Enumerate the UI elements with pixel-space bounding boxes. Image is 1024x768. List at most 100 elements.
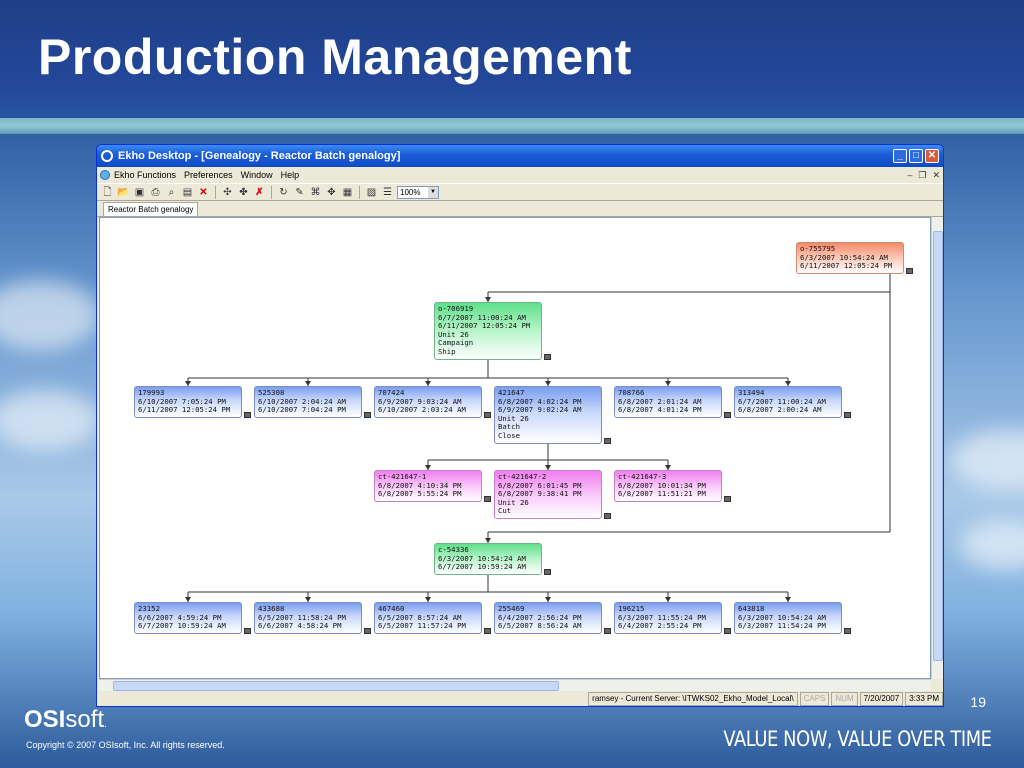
node-detail: 6/8/2007 11:51:21 PM xyxy=(618,489,706,499)
pencil-icon[interactable]: ✎ xyxy=(295,186,304,198)
expand-toggle-icon[interactable] xyxy=(844,412,851,418)
expand-toggle-icon[interactable] xyxy=(604,628,611,634)
genealogy-links xyxy=(185,274,891,602)
delete-icon[interactable]: ✕ xyxy=(199,186,208,198)
expand-toggle-icon[interactable] xyxy=(244,628,251,634)
expand-toggle-icon[interactable] xyxy=(544,569,551,575)
horizontal-scrollbar[interactable] xyxy=(99,679,931,691)
vertical-scroll-thumb[interactable] xyxy=(933,231,943,661)
grid-icon[interactable]: ▦ xyxy=(342,186,353,198)
expand-toggle-icon[interactable] xyxy=(544,354,551,360)
window-titlebar[interactable]: Ekho Desktop - [Genealogy - Reactor Batc… xyxy=(97,145,943,167)
tab-reactor-batch-genalogy[interactable]: Reactor Batch genalogy xyxy=(103,202,199,216)
expand-toggle-icon[interactable] xyxy=(484,412,491,418)
image-icon[interactable]: ▨ xyxy=(366,186,377,198)
mdi-restore-icon[interactable]: ❐ xyxy=(918,169,927,180)
status-num: NUM xyxy=(831,692,858,706)
menu-ekho-functions[interactable]: Ekho Functions xyxy=(114,170,177,180)
expand-toggle-icon[interactable] xyxy=(484,628,491,634)
menu-help[interactable]: Help xyxy=(280,170,300,180)
print-icon[interactable]: ⎙ xyxy=(151,186,160,198)
expand-toggle-icon[interactable] xyxy=(364,412,371,418)
print-preview-icon[interactable]: ⌕ xyxy=(168,186,175,198)
node-detail: 6/5/2007 8:57:24 AM xyxy=(378,612,462,622)
expand-toggle-icon[interactable] xyxy=(724,412,731,418)
refresh-icon[interactable]: ↻ xyxy=(279,186,288,198)
list-icon[interactable]: ☰ xyxy=(383,186,392,198)
node-detail: Unit 26 xyxy=(438,329,469,339)
mdi-controls: – ❐ ✕ xyxy=(907,170,940,181)
save-icon[interactable]: ▣ xyxy=(134,186,145,198)
properties-icon[interactable]: ▤ xyxy=(182,186,193,198)
document-icon[interactable] xyxy=(100,170,110,180)
logo-light: soft xyxy=(65,706,105,733)
menu-window[interactable]: Window xyxy=(240,170,273,180)
link-arrow xyxy=(425,381,431,386)
close-button[interactable]: ✕ xyxy=(925,149,939,163)
tool-add-icon[interactable]: ✣ xyxy=(223,186,232,198)
expand-toggle-icon[interactable] xyxy=(906,268,913,274)
vertical-scrollbar[interactable] xyxy=(931,217,943,679)
layout-icon[interactable]: ✥ xyxy=(327,186,336,198)
node-detail: 6/3/2007 10:54:24 AM xyxy=(738,612,826,622)
link-arrow xyxy=(785,381,791,386)
menu-preferences[interactable]: Preferences xyxy=(184,170,233,180)
node-detail: Unit 26 xyxy=(498,413,529,423)
node-detail: 6/7/2007 10:59:24 AM xyxy=(438,562,526,572)
node-detail: 6/8/2007 4:01:24 PM xyxy=(618,405,702,415)
window-title: Ekho Desktop - [Genealogy - Reactor Batc… xyxy=(118,150,401,162)
zoom-select[interactable]: 100% ▼ xyxy=(397,185,439,199)
mdi-close-icon[interactable]: ✕ xyxy=(932,169,940,180)
horizontal-scroll-thumb[interactable] xyxy=(113,681,559,691)
copyright: Copyright © 2007 OSIsoft, Inc. All right… xyxy=(26,740,225,750)
expand-toggle-icon[interactable] xyxy=(484,496,491,502)
link-arrow xyxy=(665,597,671,602)
mdi-minimize-icon[interactable]: – xyxy=(907,169,913,180)
node-id: o-755795 xyxy=(800,244,836,253)
expand-toggle-icon[interactable] xyxy=(364,628,371,634)
tool-link-icon[interactable]: ✤ xyxy=(239,186,248,198)
chevron-down-icon[interactable]: ▼ xyxy=(428,186,438,198)
open-folder-icon[interactable]: 📂 xyxy=(117,186,130,198)
expand-toggle-icon[interactable] xyxy=(844,628,851,634)
toolbar-separator xyxy=(215,185,216,199)
expand-toggle-icon[interactable] xyxy=(604,513,611,519)
node-detail: 6/4/2007 2:56:24 PM xyxy=(498,612,582,622)
new-icon[interactable]: 🗋 xyxy=(103,186,112,198)
minimize-button[interactable]: _ xyxy=(893,149,907,163)
node-id: 421647 xyxy=(498,388,525,397)
link-arrow xyxy=(425,597,431,602)
hierarchy-icon[interactable]: ⌘ xyxy=(310,186,321,198)
expand-toggle-icon[interactable] xyxy=(724,496,731,502)
node-id: 707424 xyxy=(378,388,405,397)
node-id: 23152 xyxy=(138,604,160,613)
app-icon xyxy=(101,150,113,162)
tool-remove-icon[interactable]: ✗ xyxy=(255,186,264,198)
expand-toggle-icon[interactable] xyxy=(724,628,731,634)
maximize-button[interactable]: □ xyxy=(909,149,923,163)
toolbar-separator xyxy=(271,185,272,199)
link-arrow xyxy=(785,597,791,602)
node-id: 313494 xyxy=(738,388,765,397)
expand-toggle-icon[interactable] xyxy=(604,438,611,444)
expand-toggle-icon[interactable] xyxy=(244,412,251,418)
